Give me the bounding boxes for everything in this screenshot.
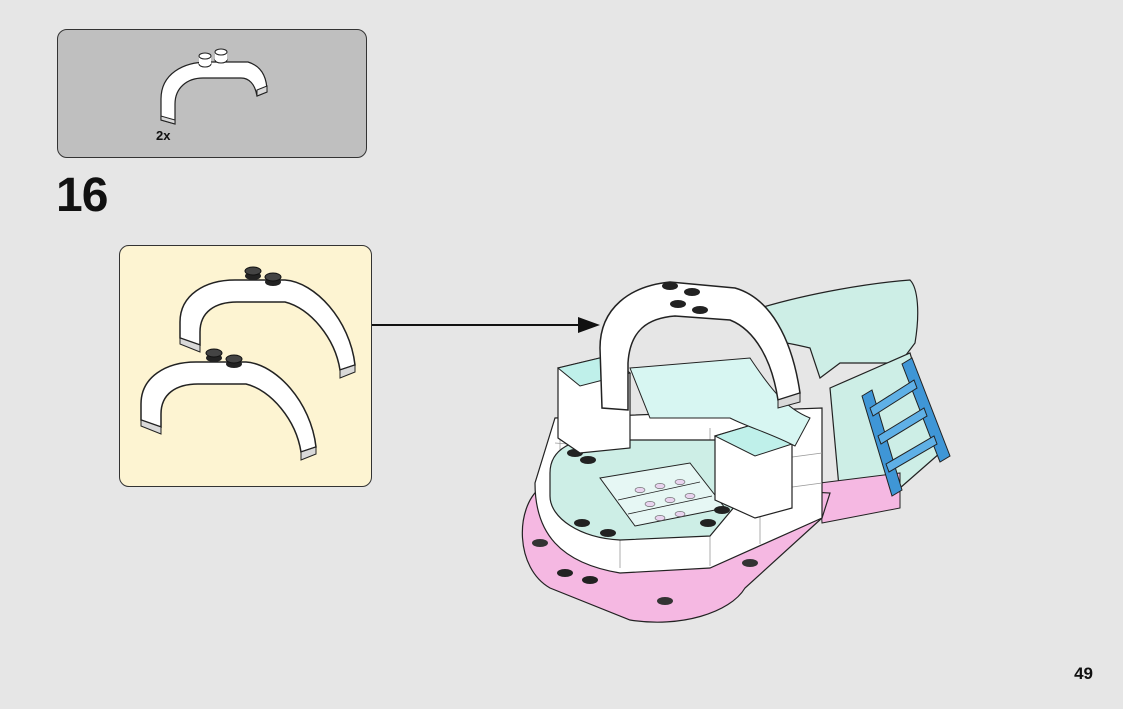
arrow-right-icon (372, 317, 600, 333)
step-number: 16 (56, 169, 108, 222)
page-number: 49 (1074, 664, 1093, 683)
white-arch-brick-icon (160, 48, 268, 125)
white-arch-brick-icon (179, 266, 356, 379)
parts-quantity: 2x (156, 128, 171, 143)
lego-model-icon (521, 279, 951, 623)
sub-assembly-callout (119, 245, 372, 487)
white-arch-brick-icon (140, 348, 317, 461)
parts-list-callout: 2x (57, 29, 367, 158)
